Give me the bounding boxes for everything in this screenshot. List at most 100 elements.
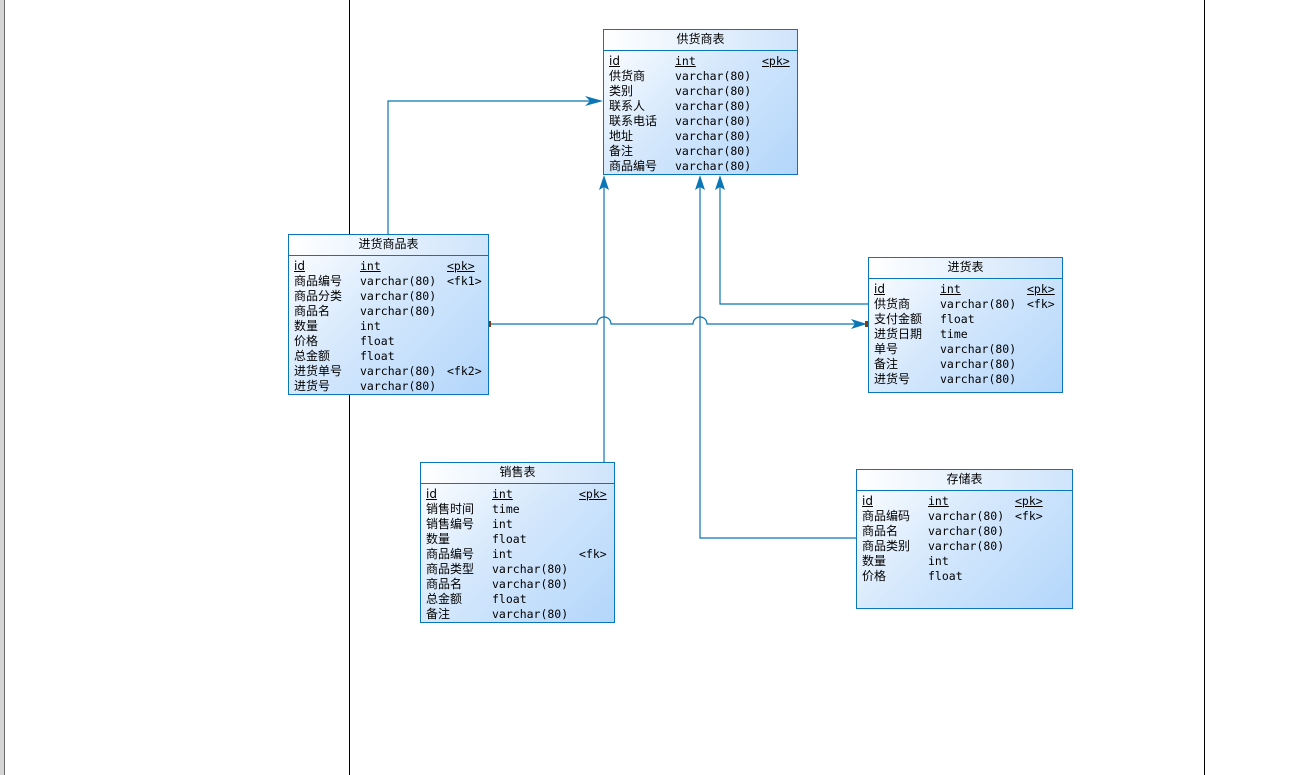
arrowhead-icon: [715, 175, 725, 190]
column-row[interactable]: 商品类型 varchar(80): [421, 562, 614, 577]
column-name: 地址: [609, 129, 634, 143]
reference-purchase-goods-to-purchase[interactable]: [486, 316, 869, 329]
reference-purchase-to-supplier[interactable]: [715, 175, 868, 305]
column-name: 商品类型: [426, 562, 475, 576]
column-type: int: [360, 259, 381, 273]
column-type: int: [492, 547, 513, 561]
column-name: 商品名: [862, 524, 899, 538]
column-type: varchar(80): [360, 379, 437, 393]
reference-storage-to-supplier[interactable]: [695, 175, 856, 539]
column-type: float: [492, 532, 527, 546]
column-name: id: [874, 282, 885, 296]
arrowhead-icon: [585, 96, 603, 106]
entity-title: 存储表: [857, 470, 1072, 491]
column-row[interactable]: 备注 varchar(80): [421, 607, 614, 622]
column-type: int: [928, 494, 949, 508]
column-name: 商品分类: [294, 289, 343, 303]
canvas-left-edge: [4, 0, 5, 775]
column-type: varchar(80): [360, 364, 437, 378]
column-name: 备注: [426, 607, 451, 621]
entity-title: 进货表: [869, 258, 1062, 279]
column-name: 价格: [862, 569, 887, 583]
column-name: 进货单号: [294, 364, 343, 378]
column-row[interactable]: 单号 varchar(80): [869, 342, 1062, 357]
page-boundary-right: [1204, 0, 1205, 775]
column-name: 商品编号: [609, 159, 658, 173]
entity-title: 进货商品表: [289, 235, 488, 256]
column-type: varchar(80): [675, 99, 752, 113]
column-type: varchar(80): [940, 297, 1017, 311]
column-name: 商品名: [426, 577, 463, 591]
column-name: 支付金额: [874, 312, 923, 326]
column-name: 供货商: [874, 297, 911, 311]
column-name: 商品类别: [862, 539, 911, 553]
column-type: int: [928, 554, 949, 568]
entity-title: 供货商表: [604, 30, 797, 51]
column-row[interactable]: 商品编号 varchar(80): [604, 159, 797, 174]
column-key-badge: <fk>: [1015, 509, 1043, 523]
column-name: 商品编码: [862, 509, 911, 523]
column-name: 销售编号: [426, 517, 475, 531]
column-type: varchar(80): [675, 159, 752, 173]
column-type: float: [940, 312, 975, 326]
column-row[interactable]: 支付金额 float: [869, 312, 1062, 327]
column-row[interactable]: 备注 varchar(80): [604, 144, 797, 159]
column-type: varchar(80): [675, 144, 752, 158]
column-name: 备注: [874, 357, 899, 371]
column-type: varchar(80): [940, 342, 1017, 356]
reference-sales-to-supplier[interactable]: [599, 175, 609, 462]
column-key-badge: <pk>: [1015, 494, 1043, 508]
column-type: varchar(80): [492, 607, 569, 621]
column-type: varchar(80): [360, 274, 437, 288]
column-name: 备注: [609, 144, 634, 158]
column-name: 单号: [874, 342, 899, 356]
column-name: id: [294, 259, 305, 273]
column-row[interactable]: 销售编号 int: [421, 517, 614, 532]
reference-purchase-goods-to-supplier[interactable]: [387, 96, 603, 234]
column-type: varchar(80): [492, 562, 569, 576]
column-type: float: [492, 592, 527, 606]
column-name: 销售时间: [426, 502, 475, 516]
column-type: int: [492, 517, 513, 531]
column-type: int: [940, 282, 961, 296]
